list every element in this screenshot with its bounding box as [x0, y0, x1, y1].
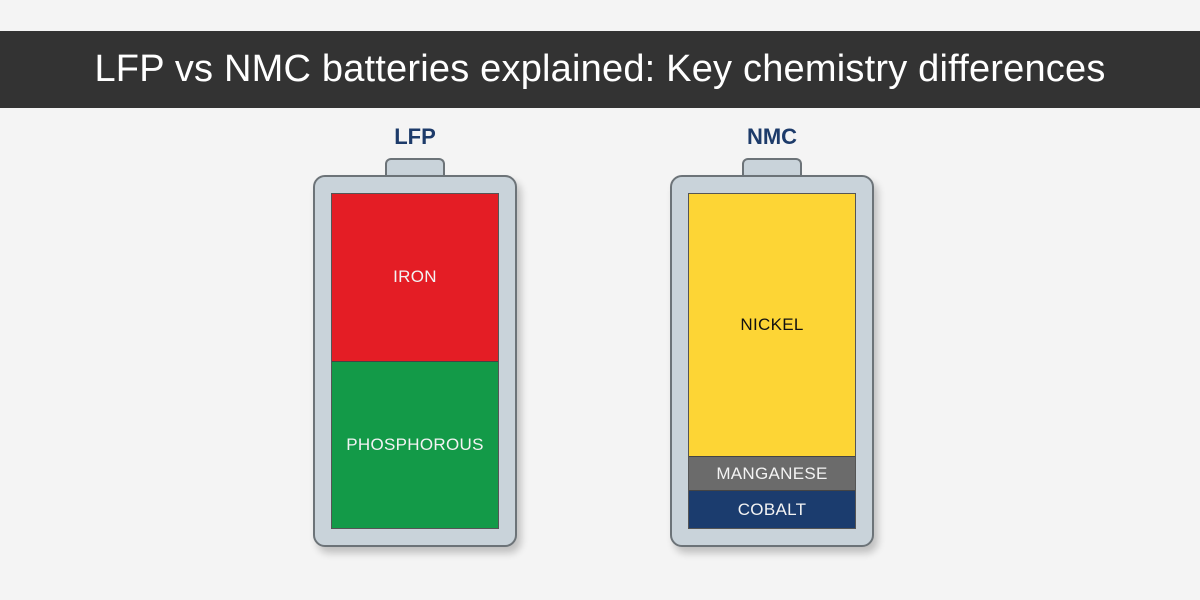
segment-manganese: MANGANESE	[689, 456, 855, 491]
battery-label-nmc: NMC	[746, 124, 798, 149]
battery-composition-nmc: NICKEL MANGANESE COBALT	[688, 193, 856, 529]
battery-terminal-icon	[742, 158, 802, 178]
segment-phosphorous: PHOSPHOROUS	[332, 360, 498, 528]
battery-nmc: NMC NICKEL MANGANESE COBALT	[670, 120, 874, 560]
battery-terminal-icon	[385, 158, 445, 178]
segment-label: PHOSPHOROUS	[346, 434, 484, 454]
segment-nickel: NICKEL	[689, 194, 855, 457]
segment-label: COBALT	[737, 499, 807, 519]
segment-cobalt: COBALT	[689, 490, 855, 528]
battery-composition-lfp: IRON PHOSPHOROUS	[331, 193, 499, 529]
battery-casing: IRON PHOSPHOROUS	[313, 175, 517, 547]
page-title: LFP vs NMC batteries explained: Key chem…	[94, 48, 1106, 90]
segment-label: NICKEL	[740, 315, 804, 335]
battery-label-lfp: LFP	[394, 124, 436, 149]
title-bar: LFP vs NMC batteries explained: Key chem…	[0, 31, 1200, 108]
segment-label: IRON	[393, 267, 437, 287]
battery-casing: NICKEL MANGANESE COBALT	[670, 175, 874, 547]
battery-lfp: LFP IRON PHOSPHOROUS	[313, 120, 517, 560]
segment-iron: IRON	[332, 194, 498, 361]
segment-label: MANGANESE	[716, 463, 828, 483]
